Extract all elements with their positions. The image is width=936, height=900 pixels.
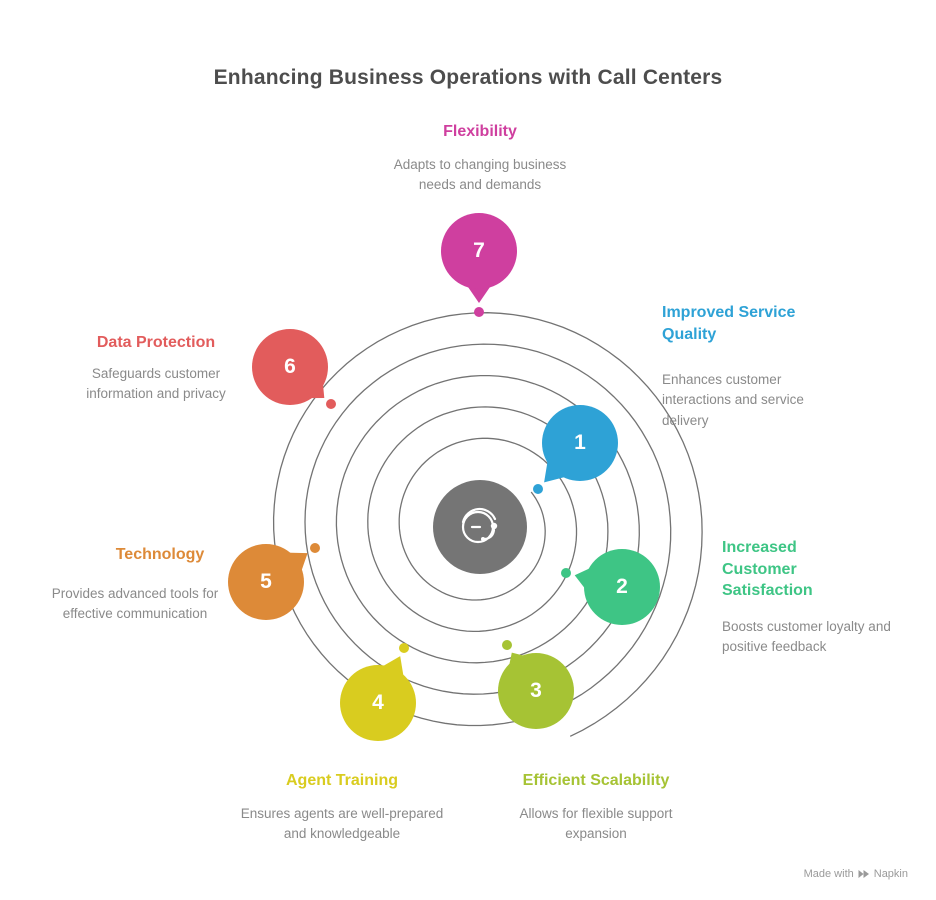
step-bubble-2: 2 [584,549,660,625]
step-bubble-7: 7 [441,213,517,289]
spiral-dot-3 [502,640,512,650]
step-desc-flexibility: Adapts to changing business needs and de… [393,157,567,193]
napkin-credit[interactable]: Made with Napkin [804,868,908,880]
step-desc-improved-service-quality: Enhances customer interactions and servi… [662,372,804,428]
step-bubble-4: 4 [340,665,416,741]
spiral-dot-6 [326,399,336,409]
step-desc-efficient-scalability: Allows for flexible support expansion [519,806,673,842]
step-desc-agent-training: Ensures agents are well-prepared and kno… [240,806,444,842]
step-number-6: 6 [284,355,296,378]
step-number-1: 1 [574,431,586,454]
step-label-efficient-scalability: Efficient Scalability [522,772,670,789]
spiral-dot-4 [399,643,409,653]
step-desc-technology: Provides advanced tools for effective co… [51,586,219,622]
step-label-increased-customer-satisfaction: Increased Customer Satisfaction [722,539,813,600]
spiral-dot-2 [561,568,571,578]
step-label-technology: Technology [115,546,205,563]
step-desc-increased-customer-satisfaction: Boosts customer loyalty and positive fee… [722,619,891,655]
step-label-flexibility: Flexibility [443,123,517,140]
step-desc-data-protection: Safeguards customer information and priv… [86,366,226,402]
step-number-7: 7 [473,239,485,262]
step-bubble-1: 1 [542,405,618,481]
step-number-3: 3 [530,679,542,702]
support-agent-icon [461,507,498,544]
step-number-5: 5 [260,570,272,593]
napkin-icon [858,870,869,878]
step-bubble-3: 3 [498,653,574,729]
credit-text: Made with [803,868,854,880]
step-label-improved-service-quality: Improved Service Quality [662,304,796,343]
page-title: Enhancing Business Operations with Call … [213,66,723,90]
step-bubble-5: 5 [228,544,304,620]
spiral-dot-1 [533,484,543,494]
step-bubble-6: 6 [252,329,328,405]
spiral-dot-5 [310,543,320,553]
center-hub [433,480,527,574]
credit-brand: Napkin [873,868,908,880]
step-number-4: 4 [372,691,384,714]
step-number-2: 2 [616,575,628,598]
step-label-agent-training: Agent Training [286,772,398,789]
spiral-dot-7 [474,307,484,317]
step-label-data-protection: Data Protection [96,334,216,351]
